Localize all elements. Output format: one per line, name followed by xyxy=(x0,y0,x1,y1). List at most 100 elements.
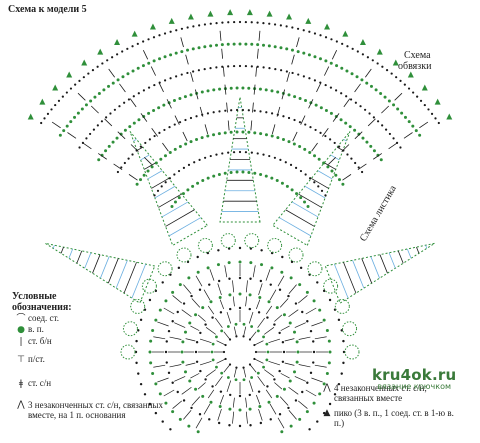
medallion-stitch xyxy=(249,331,257,340)
picot-mark xyxy=(81,59,88,66)
edging-stitch xyxy=(365,68,372,78)
leaf-stitch-row xyxy=(123,262,137,294)
edging-stitch-dot xyxy=(137,118,141,122)
medallion-stitch xyxy=(298,336,311,340)
medallion-scallop-loop xyxy=(344,344,360,360)
edging-stitch-dot xyxy=(244,42,248,46)
edging-stitch-dot xyxy=(295,192,299,196)
medallion-stitch-dot xyxy=(219,311,223,314)
edging-stitch xyxy=(222,66,225,77)
medallion-stitch-dot xyxy=(250,376,254,379)
medallion-stitch xyxy=(215,317,223,328)
edging-stitch-dot xyxy=(333,141,336,145)
medallion-stitch-dot xyxy=(293,330,297,334)
medallion-stitch-dot xyxy=(167,371,171,375)
edging-stitch-dot xyxy=(227,21,230,24)
picot-mark xyxy=(305,17,312,24)
medallion-stitch-dot xyxy=(183,370,187,374)
leaf-stitch-row xyxy=(298,193,322,208)
edging-stitch-dot xyxy=(96,65,99,68)
edging-stitch-dot xyxy=(396,107,400,111)
medallion-stitch-dot xyxy=(249,424,252,427)
leaf-stitch-row xyxy=(379,254,388,274)
edging-stitch-dot xyxy=(220,43,224,47)
edging-stitch-dot xyxy=(50,108,53,111)
medallion-stitch-dot xyxy=(177,266,181,270)
edging-stitch-dot xyxy=(196,181,200,185)
medallion-stitch xyxy=(233,326,237,337)
medallion-stitch xyxy=(197,382,206,390)
picot-icon: ▲ xyxy=(323,408,331,418)
picot-mark xyxy=(446,113,453,120)
medallion-stitch-dot xyxy=(211,358,215,362)
edging-stitch xyxy=(258,30,261,41)
medallion-stitch-dot xyxy=(217,249,220,252)
medallion-stitch-dot xyxy=(289,424,293,428)
edging-stitch-dot xyxy=(111,56,114,59)
edging-stitch-dot xyxy=(126,47,129,50)
medallion-stitch-dot xyxy=(164,350,168,354)
medallion-stitch-dot xyxy=(278,288,282,291)
medallion-stitch-dot xyxy=(273,378,276,381)
edging-stitch-dot xyxy=(232,64,236,68)
edging-stitch-dot xyxy=(403,83,406,86)
edging-stitch-dot xyxy=(388,132,392,136)
edging-stitch-dot xyxy=(73,115,77,119)
edging-stitch-dot xyxy=(221,21,224,24)
edging-stitch-dot xyxy=(154,161,158,165)
edging-stitch xyxy=(332,113,340,122)
medallion-stitch-dot xyxy=(265,342,269,346)
medallion-stitch-dot xyxy=(316,420,319,423)
edging-stitch-dot xyxy=(163,32,167,35)
medallion-stitch-dot xyxy=(295,360,299,364)
edging-stitch-dot xyxy=(399,79,402,82)
edging-stitch-dot xyxy=(127,98,131,101)
medallion-scallop-loop xyxy=(120,344,136,360)
medallion-stitch-dot xyxy=(318,392,322,396)
edging-stitch-dot xyxy=(329,111,333,115)
leaf-stitch-row xyxy=(147,170,163,180)
edging-stitch-dot xyxy=(392,103,396,107)
edging-stitch-dot xyxy=(437,121,440,125)
edging-stitch-dot xyxy=(268,22,271,25)
edging-stitch-dot xyxy=(392,137,395,140)
medallion-stitch-dot xyxy=(220,371,224,375)
medallion-stitch xyxy=(314,364,327,368)
medallion-stitch xyxy=(274,314,283,322)
medallion-stitch-dot xyxy=(190,294,193,298)
edging-stitch xyxy=(128,174,138,181)
edging-stitch-dot xyxy=(313,154,317,158)
edging-stitch-dot xyxy=(346,45,349,48)
edging-stitch-dot xyxy=(364,108,367,111)
medallion-stitch-dot xyxy=(188,321,192,325)
leaf-stitch-row xyxy=(168,217,202,237)
medallion-stitch xyxy=(294,322,306,328)
medallion-stitch-dot xyxy=(154,411,158,415)
medallion-stitch xyxy=(223,364,231,373)
edging-stitch-dot xyxy=(164,181,167,184)
leaf-stitch-row xyxy=(285,209,315,227)
leaf-stitch-row xyxy=(343,262,357,294)
medallion-stitch-dot xyxy=(328,402,332,406)
medallion-stitch-dot xyxy=(178,417,182,421)
edging-stitch-dot xyxy=(379,158,383,162)
edging-stitch-dot xyxy=(229,130,233,134)
edging-stitch-dot xyxy=(374,88,378,92)
medallion-stitch-dot xyxy=(137,372,140,375)
medallion-stitch-dot xyxy=(298,283,302,287)
edging-stitch-dot xyxy=(162,103,166,107)
edging-stitch xyxy=(388,142,398,150)
edging-stitch xyxy=(199,106,204,117)
medallion-stitch-dot xyxy=(309,371,313,375)
medallion-stitch-dot xyxy=(301,310,304,314)
edging-stitch-dot xyxy=(148,138,151,141)
medallion-stitch xyxy=(190,325,200,331)
medallion-stitch-dot xyxy=(143,308,147,311)
edging-stitch-dot xyxy=(247,130,251,134)
edging-stitch-dot xyxy=(368,112,371,115)
medallion-stitch xyxy=(203,289,211,301)
edging-stitch-dot xyxy=(253,171,257,175)
medallion-scallop-loop xyxy=(141,278,157,294)
edging-stitch-dot xyxy=(298,96,302,100)
medallion-stitch-dot xyxy=(269,283,272,286)
